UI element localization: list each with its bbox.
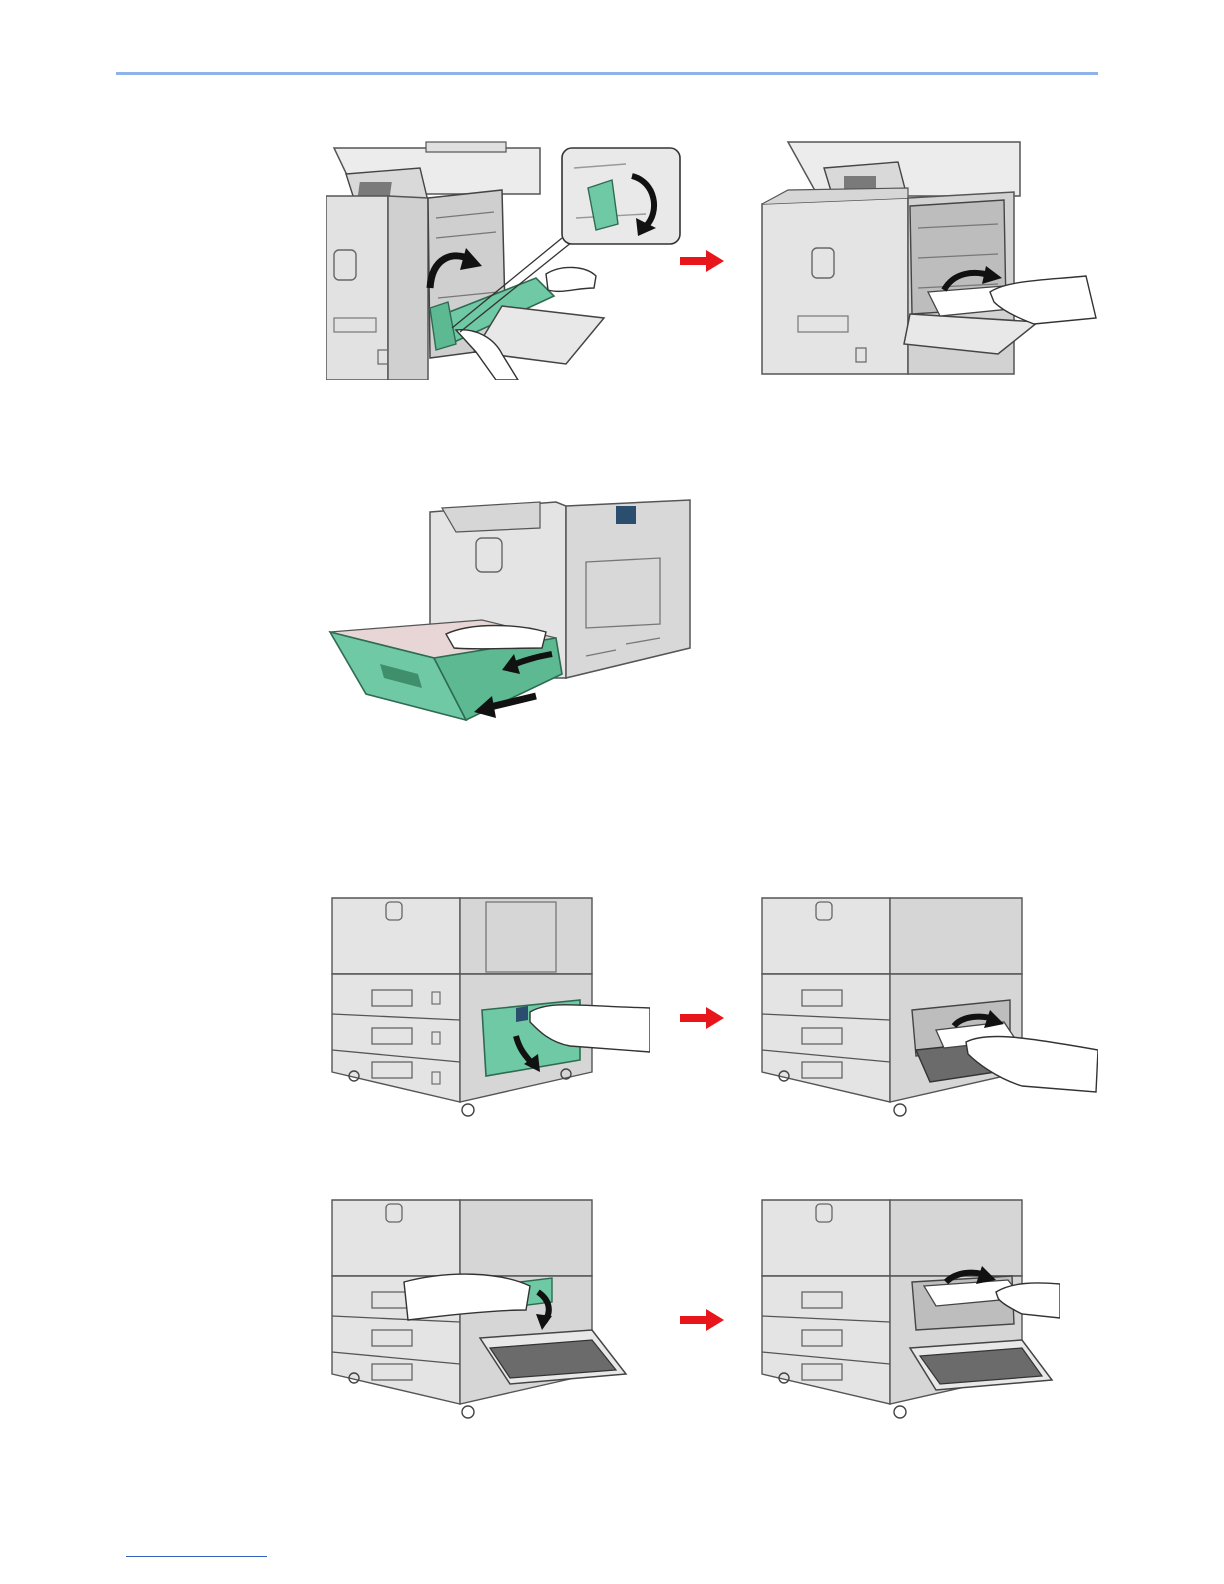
header-rule (116, 72, 1098, 75)
footer-link-underline (126, 1556, 267, 1557)
lower-right-cover-open-icon (330, 896, 650, 1122)
right-arrow-icon (680, 1007, 724, 1029)
side-feeder-cover-open-icon (330, 1198, 630, 1424)
side-feeder-remove-paper-icon (760, 1198, 1060, 1424)
right-arrow-icon (680, 1309, 724, 1331)
right-arrow-icon (680, 250, 724, 272)
lower-cover-remove-paper-icon (760, 896, 1098, 1122)
printer-remove-paper-right-cover-icon (758, 138, 1098, 378)
printer-right-cover-transfer-unit-icon (326, 138, 682, 380)
cassette-pull-out-remove-paper-icon (326, 498, 692, 724)
